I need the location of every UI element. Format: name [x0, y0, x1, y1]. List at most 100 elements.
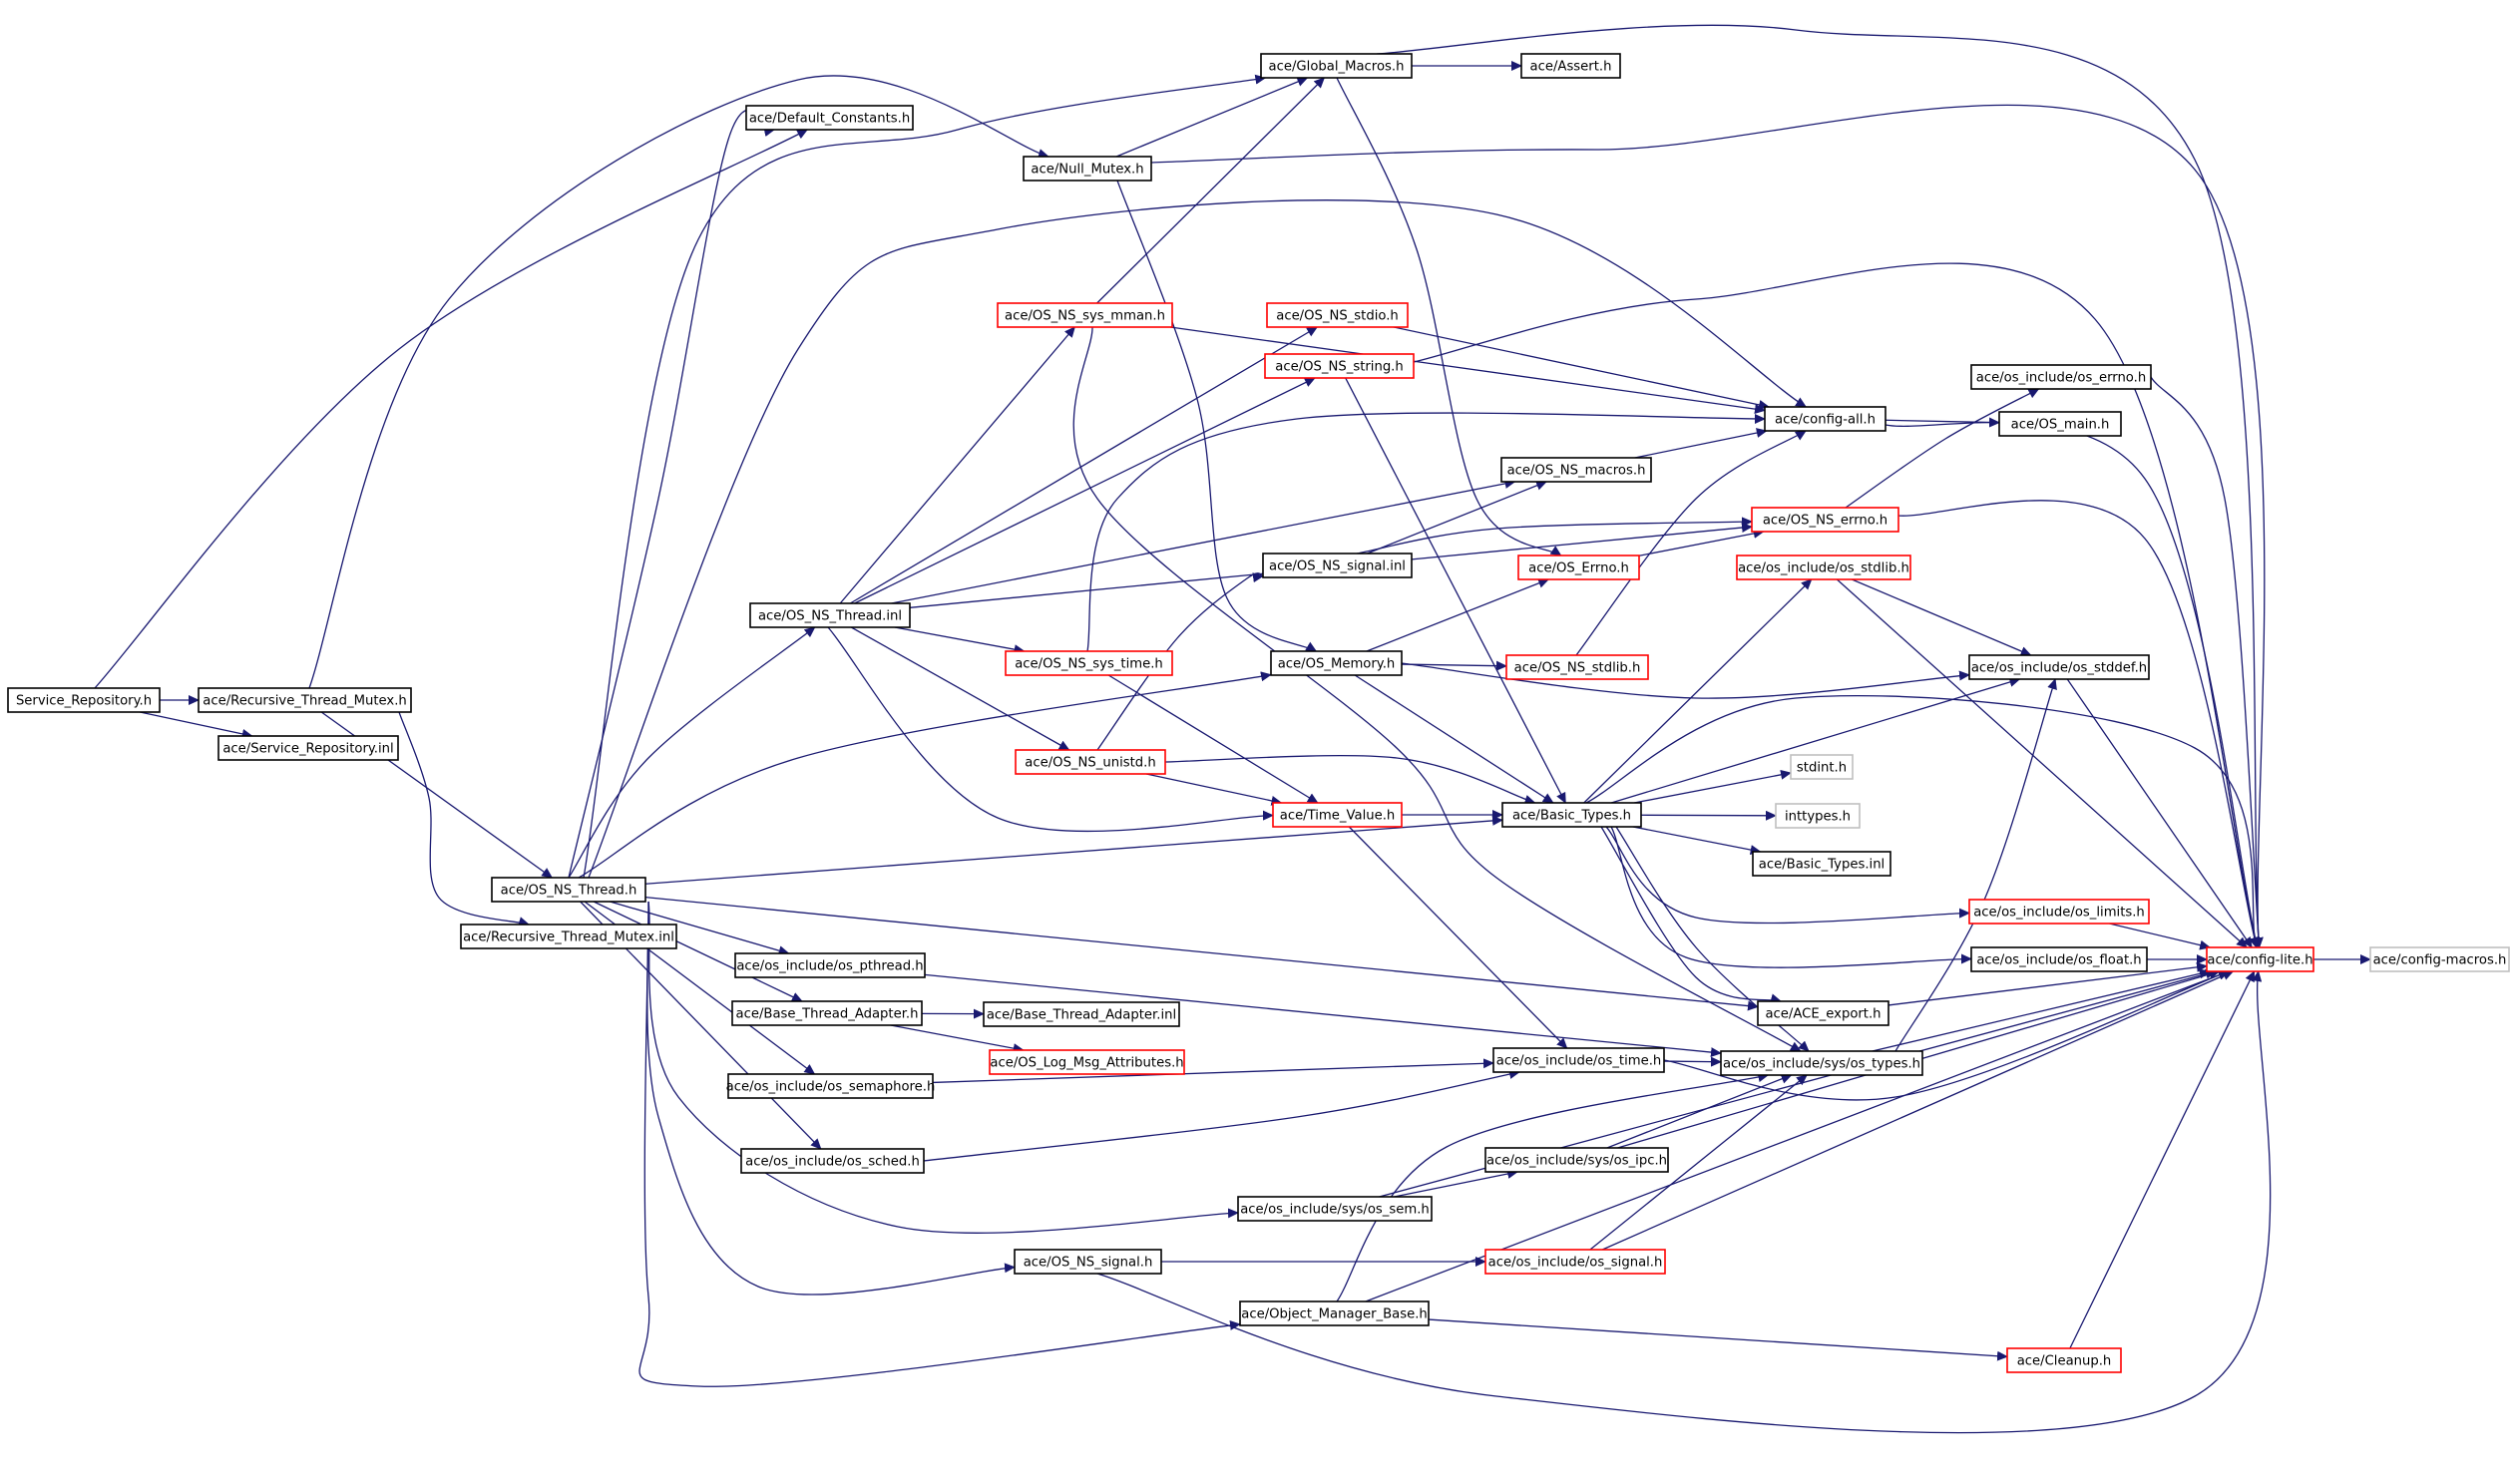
node-ace-os-include-os-errno-h[interactable]: ace/os_include/os_errno.h [1970, 364, 2152, 390]
node-ace-os-include-os-signal-h[interactable]: ace/os_include/os_signal.h [1484, 1249, 1666, 1275]
node-ace-os-include-os-stdlib-h[interactable]: ace/os_include/os_stdlib.h [1736, 555, 1911, 580]
node-inttypes-h[interactable]: inttypes.h [1775, 803, 1861, 829]
edge-ace-os-include-os-errno-h-to-ace-config-lite-h [2150, 376, 2264, 948]
node-ace-basic-types-inl[interactable]: ace/Basic_Types.inl [1752, 851, 1891, 877]
node-box [1239, 1300, 1430, 1326]
edge-ace-os-include-os-signal-h-to-ace-os-include-sys-os-types-h [1589, 1074, 1808, 1251]
node-label: ace/Object_Manager_Base.h [1241, 1307, 1428, 1322]
node-ace-recursive-thread-mutex-inl[interactable]: ace/Recursive_Thread_Mutex.inl [460, 924, 677, 949]
node-box [1790, 754, 1854, 780]
edge-ace-global-macros-h-to-ace-config-lite-h [1376, 24, 2264, 948]
node-label: Service_Repository.h [16, 694, 152, 709]
node-ace-os-ns-stdio-h[interactable]: ace/OS_NS_stdio.h [1266, 302, 1409, 328]
node-ace-os-include-os-time-h[interactable]: ace/os_include/os_time.h [1492, 1047, 1665, 1073]
edge-ace-os-ns-thread-inl-to-ace-os-ns-unistd-h [850, 626, 1070, 751]
node-box [1484, 1249, 1666, 1275]
node-box [740, 1148, 925, 1174]
edge-ace-os-include-sys-os-sem-h-to-ace-os-include-sys-os-ipc-h [1394, 1169, 1519, 1198]
edge-ace-os-ns-sys-time-h-to-ace-config-all-h [1086, 412, 1766, 652]
node-ace-os-include-sys-os-sem-h[interactable]: ace/os_include/sys/os_sem.h [1237, 1196, 1433, 1222]
node-ace-os-include-os-limits-h[interactable]: ace/os_include/os_limits.h [1968, 899, 2150, 925]
nodes-layer: Service_Repository.h ace/Recursive_Thread… [7, 53, 2510, 1373]
node-ace-recursive-thread-mutex-h[interactable]: ace/Recursive_Thread_Mutex.h [198, 687, 412, 713]
node-ace-os-ns-sys-time-h[interactable]: ace/OS_NS_sys_time.h [1005, 650, 1173, 676]
node-ace-cleanup-h[interactable]: ace/Cleanup.h [2006, 1347, 2122, 1373]
edge-ace-basic-types-h-to-ace-os-include-sys-os-types-h [1615, 826, 1810, 1052]
node-ace-os-include-os-stddef-h[interactable]: ace/os_include/os_stddef.h [1968, 654, 2150, 680]
edge-ace-os-ns-thread-h-to-ace-global-macros-h [583, 74, 1267, 879]
node-ace-config-lite-h[interactable]: ace/config-lite.h [2206, 946, 2314, 972]
node-ace-os-ns-errno-h[interactable]: ace/OS_NS_errno.h [1751, 507, 1899, 533]
node-ace-null-mutex-h[interactable]: ace/Null_Mutex.h [1023, 156, 1152, 182]
node-ace-object-manager-base-h[interactable]: ace/Object_Manager_Base.h [1239, 1300, 1430, 1326]
edge-ace-os-ns-thread-h-to-ace-os-include-sys-os-sem-h [647, 901, 1239, 1234]
node-ace-service-repository-inl[interactable]: ace/Service_Repository.inl [217, 735, 399, 761]
edge-ace-os-ns-string-h-to-ace-config-lite-h [1413, 262, 2260, 948]
node-label: ace/Time_Value.h [1280, 809, 1396, 824]
node-ace-base-thread-adapter-h[interactable]: ace/Base_Thread_Adapter.h [731, 1000, 923, 1026]
node-ace-os-log-msg-attributes-h[interactable]: ace/OS_Log_Msg_Attributes.h [989, 1049, 1185, 1075]
node-ace-os-include-sys-os-ipc-h[interactable]: ace/os_include/sys/os_ipc.h [1484, 1147, 1669, 1173]
node-label: ace/Default_Constants.h [749, 112, 910, 127]
node-box [1998, 411, 2122, 437]
edge-ace-object-manager-base-h-to-ace-cleanup-h [1428, 1318, 2008, 1361]
node-ace-os-include-os-sched-h[interactable]: ace/os_include/os_sched.h [740, 1148, 925, 1174]
node-label: ace/OS_NS_Thread.h [501, 884, 637, 899]
node-box [1970, 946, 2148, 972]
node-ace-os-ns-string-h[interactable]: ace/OS_NS_string.h [1264, 353, 1415, 379]
node-label: ace/OS_main.h [2011, 418, 2110, 433]
node-ace-os-ns-macros-h[interactable]: ace/OS_NS_macros.h [1500, 457, 1652, 483]
node-ace-os-ns-sys-mman-h[interactable]: ace/OS_NS_sys_mman.h [997, 302, 1173, 328]
node-box [749, 602, 911, 628]
edge-ace-object-manager-base-h-to-ace-os-include-sys-os-types-h [1336, 1072, 1770, 1302]
node-ace-os-ns-signal-inl[interactable]: ace/OS_NS_signal.inl [1262, 553, 1413, 578]
node-box [1520, 53, 1621, 79]
node-ace-os-ns-thread-h[interactable]: ace/OS_NS_Thread.h [491, 877, 646, 903]
node-box [1272, 802, 1403, 828]
edge-ace-os-ns-thread-h-to-ace-basic-types-h [644, 815, 1503, 885]
node-ace-os-ns-signal-h[interactable]: ace/OS_NS_signal.h [1014, 1249, 1162, 1275]
node-box [1500, 457, 1652, 483]
node-label: ace/Recursive_Thread_Mutex.inl [463, 930, 674, 945]
node-label: ace/Null_Mutex.h [1031, 163, 1143, 178]
node-ace-os-include-os-semaphore-h[interactable]: ace/os_include/os_semaphore.h [726, 1073, 936, 1099]
node-service-repository-h[interactable]: Service_Repository.h [7, 687, 161, 713]
node-ace-os-errno-h[interactable]: ace/OS_Errno.h [1517, 555, 1640, 580]
node-ace-os-memory-h[interactable]: ace/OS_Memory.h [1270, 650, 1403, 676]
node-stdint-h[interactable]: stdint.h [1790, 754, 1854, 780]
node-label: ace/Cleanup.h [2017, 1354, 2112, 1369]
node-ace-os-ns-thread-inl[interactable]: ace/OS_NS_Thread.inl [749, 602, 911, 628]
node-box [1968, 654, 2150, 680]
edge-ace-os-ns-thread-inl-to-ace-os-ns-stdio-h [849, 326, 1319, 604]
node-ace-base-thread-adapter-inl[interactable]: ace/Base_Thread_Adapter.inl [983, 1001, 1180, 1027]
node-ace-os-include-os-float-h[interactable]: ace/os_include/os_float.h [1970, 946, 2148, 972]
node-label: ace/config-macros.h [2373, 953, 2507, 968]
node-ace-os-ns-stdlib-h[interactable]: ace/OS_NS_stdlib.h [1505, 654, 1649, 680]
edge-ace-os-include-os-stddef-h-to-ace-config-lite-h [2066, 678, 2253, 948]
node-box [734, 952, 926, 978]
node-ace-config-all-h[interactable]: ace/config-all.h [1764, 406, 1886, 432]
edge-ace-recursive-thread-mutex-h-to-ace-null-mutex-h [308, 75, 1049, 689]
node-ace-os-ns-unistd-h[interactable]: ace/OS_NS_unistd.h [1015, 749, 1166, 775]
node-label: ace/OS_NS_macros.h [1507, 464, 1646, 479]
node-ace-os-main-h[interactable]: ace/OS_main.h [1998, 411, 2122, 437]
node-label: ace/OS_NS_signal.inl [1269, 559, 1406, 574]
node-box [1736, 555, 1911, 580]
node-ace-default-constants-h[interactable]: ace/Default_Constants.h [745, 105, 914, 131]
node-label: ace/os_include/sys/os_types.h [1723, 1057, 1920, 1072]
node-ace-config-macros-h[interactable]: ace/config-macros.h [2369, 946, 2510, 972]
node-box [460, 924, 677, 949]
node-label: ace/os_include/os_sched.h [745, 1155, 920, 1170]
edge-ace-os-include-sys-os-types-h-to-ace-os-include-os-stddef-h [1894, 678, 2057, 1052]
node-box [1757, 1000, 1889, 1026]
node-label: ace/Global_Macros.h [1269, 60, 1405, 75]
node-ace-time-value-h[interactable]: ace/Time_Value.h [1272, 802, 1403, 828]
node-ace-ace-export-h[interactable]: ace/ACE_export.h [1757, 1000, 1889, 1026]
node-ace-os-include-os-pthread-h[interactable]: ace/os_include/os_pthread.h [734, 952, 926, 978]
node-ace-assert-h[interactable]: ace/Assert.h [1520, 53, 1621, 79]
edge-ace-os-memory-h-to-ace-os-errno-h [1366, 578, 1550, 652]
node-box [1264, 353, 1415, 379]
node-ace-global-macros-h[interactable]: ace/Global_Macros.h [1260, 53, 1413, 79]
node-ace-os-include-sys-os-types-h[interactable]: ace/os_include/sys/os_types.h [1720, 1050, 1923, 1076]
node-ace-basic-types-h[interactable]: ace/Basic_Types.h [1501, 802, 1642, 828]
